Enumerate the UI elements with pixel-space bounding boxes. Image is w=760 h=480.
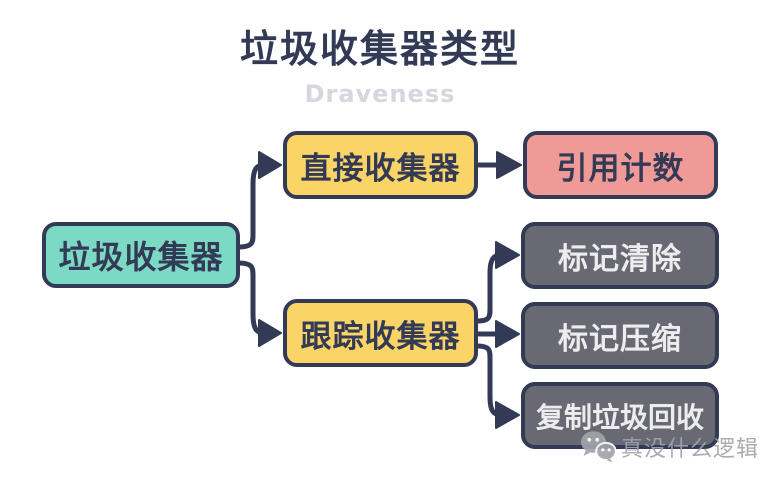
node-copying-gc: 复制垃圾回收 xyxy=(521,382,719,449)
node-mark-compact: 标记压缩 xyxy=(521,302,719,369)
edge-tracing-to-copying xyxy=(474,343,504,418)
node-label: 直接收集器 xyxy=(300,150,461,187)
wechat-icon xyxy=(581,431,616,463)
arrowhead-root-to-tracing xyxy=(258,319,282,347)
node-direct-collector: 直接收集器 xyxy=(283,131,478,199)
node-reference-counting: 引用计数 xyxy=(523,131,718,199)
node-label: 标记压缩 xyxy=(558,321,682,357)
node-garbage-collector: 垃圾收集器 xyxy=(42,222,240,288)
node-label: 引用计数 xyxy=(556,150,685,187)
arrowhead-tracing-to-copying xyxy=(495,401,520,429)
edge-tracing-to-marksweep xyxy=(474,252,504,324)
edge-root-to-tracing xyxy=(235,260,267,336)
arrowhead-tracing-to-markcompact xyxy=(495,320,520,348)
edge-root-to-direct xyxy=(235,162,267,250)
arrowhead-root-to-direct xyxy=(258,151,282,179)
watermark-text: 真没什么逻辑 xyxy=(621,436,760,462)
arrowhead-tracing-to-marksweep xyxy=(495,241,520,269)
node-label: 跟踪收集器 xyxy=(300,318,461,355)
node-label: 标记清除 xyxy=(558,241,682,277)
arrowhead-direct-to-refcount xyxy=(496,151,522,179)
node-mark-sweep: 标记清除 xyxy=(521,222,719,289)
draveness-watermark: Draveness xyxy=(304,80,456,108)
publisher-watermark: 真没什么逻辑 xyxy=(580,430,759,463)
node-tracing-collector: 跟踪收集器 xyxy=(283,299,478,367)
node-label: 复制垃圾回收 xyxy=(535,400,704,434)
node-label: 垃圾收集器 xyxy=(58,238,224,276)
page-title: 垃圾收集器类型 xyxy=(239,27,520,71)
